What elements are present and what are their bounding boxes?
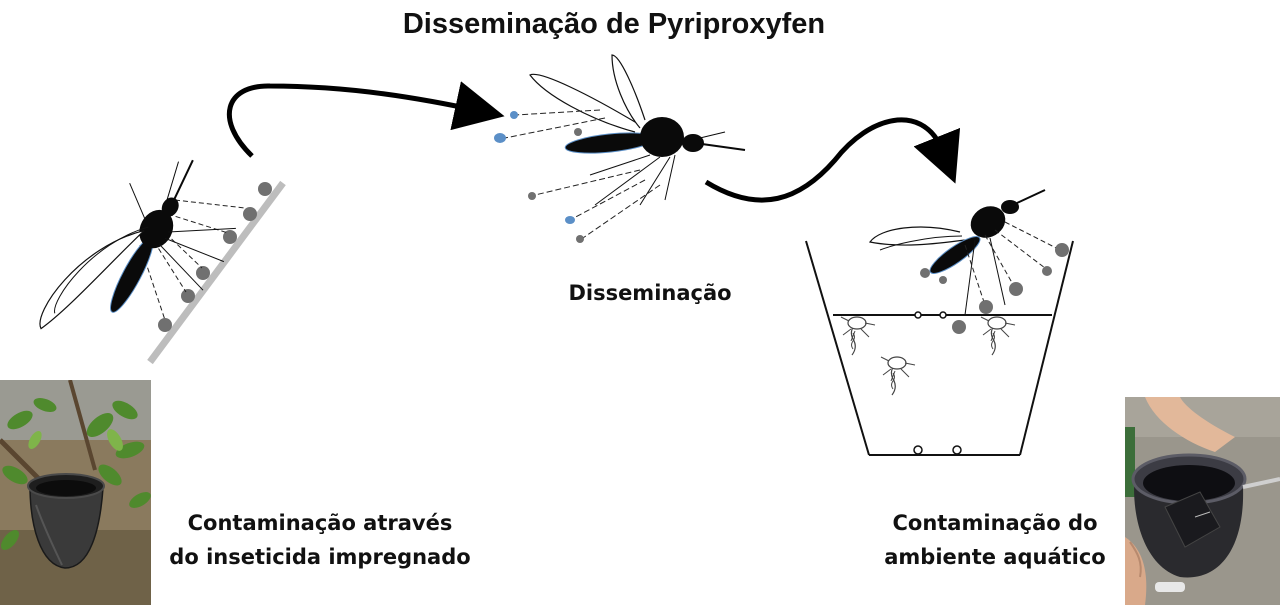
mosquito-icon-left [39, 159, 236, 330]
contamination-impregnated-label: Contaminação através do inseticida impre… [150, 506, 490, 574]
mosquito-icon-center [529, 54, 746, 206]
mosquito-icon-right [868, 189, 1046, 316]
sediment-particles [913, 311, 962, 455]
dissemination-lines [504, 109, 661, 241]
arrow-to-container [704, 117, 961, 203]
impregnated-surface [147, 180, 286, 365]
contamination-left-line2: do inseticida impregnado [169, 545, 471, 569]
larva-icons [840, 316, 1016, 396]
photo-aquatic-container [1125, 397, 1280, 605]
particles-center [494, 111, 584, 243]
contamination-aquatic-label: Contaminação do ambiente aquático [870, 506, 1120, 574]
dissemination-label: Disseminação [568, 281, 732, 305]
contamination-left-line1: Contaminação através [187, 511, 453, 535]
contamination-right-line1: Contaminação do [892, 511, 1098, 535]
water-container [805, 240, 1074, 456]
particles-right [920, 243, 1069, 334]
photo-impregnated-container [0, 380, 151, 605]
insecticide-particles-left [158, 182, 272, 332]
arrow-to-dissemination [226, 81, 505, 158]
contamination-right-line2: ambiente aquático [884, 545, 1106, 569]
diagram-title: Disseminação de Pyriproxyfen [402, 8, 826, 40]
